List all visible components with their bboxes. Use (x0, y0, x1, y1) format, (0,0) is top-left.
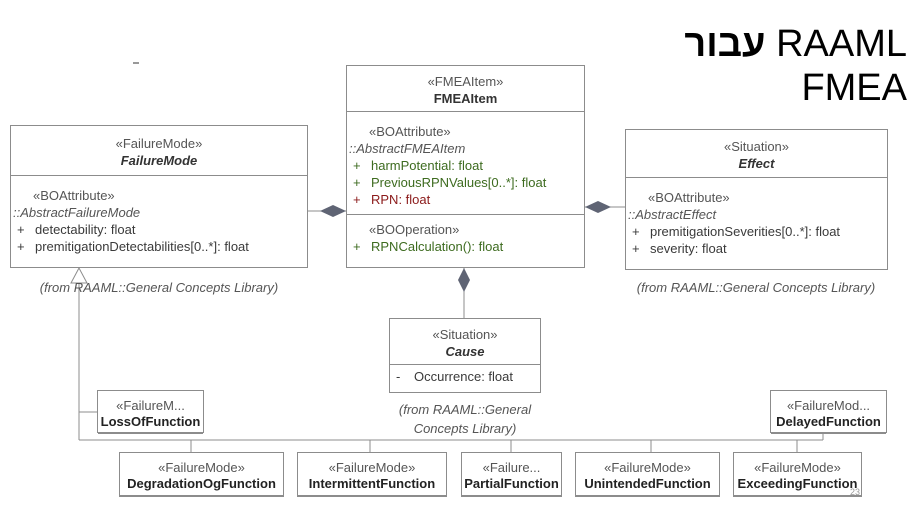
effect-attributes: «BOAttribute» ::AbstractEffect +premitig… (626, 178, 887, 257)
subtype-degradation-function[interactable]: «FailureMode» DegradationOgFunction (119, 452, 284, 497)
failure-mode-stereotype: «FailureMode» (115, 136, 203, 151)
subtype-stereotype: «FailureMode» (604, 460, 691, 475)
subtype-name: DegradationOgFunction (120, 476, 283, 496)
subtype-name: UnintendedFunction (576, 476, 719, 496)
subtype-name: ExceedingFunction (734, 476, 861, 496)
subtype-stereotype: «FailureMod... (786, 398, 871, 413)
fmea-item-operations: «BOOperation» +RPNCalculation(): float (347, 215, 584, 255)
effect-attr: +severity: float (632, 241, 727, 256)
fmea-item-attr: +PreviousRPNValues[0..*]: float (353, 175, 547, 190)
cause-name: Cause (445, 344, 485, 359)
cause-attr: -Occurrence: float (396, 369, 513, 384)
subtype-name: DelayedFunction (771, 414, 886, 434)
failure-mode-abstract-parent: ::AbstractFailureMode (13, 205, 141, 220)
effect-attr: +premitigationSeverities[0..*]: float (632, 224, 841, 239)
subtype-loss-of-function[interactable]: «FailureM... LossOfFunction (97, 390, 204, 434)
fmea-item-class[interactable]: «FMEAItem» FMEAItem «BOAttribute» ::Abst… (346, 65, 585, 268)
cause-class[interactable]: «Situation» Cause -Occurrence: float (389, 318, 541, 393)
composition-diamond-effect (585, 201, 611, 213)
subtype-stereotype: «FailureMode» (158, 460, 245, 475)
effect-header: «Situation» Effect (626, 130, 887, 178)
fmea-item-attributes: «BOAttribute» ::AbstractFMEAItem +harmPo… (347, 112, 584, 215)
title-raaml: RAAML (776, 23, 907, 65)
failure-mode-class[interactable]: «FailureMode» FailureMode «BOAttribute» … (10, 125, 308, 268)
title-hebrew-word: עבור (684, 23, 766, 65)
title-line-2: FMEA (801, 67, 907, 109)
subtype-delayed-function[interactable]: «FailureMod... DelayedFunction (770, 390, 887, 434)
failure-mode-header: «FailureMode» FailureMode (11, 126, 307, 176)
effect-library-note: (from RAAML::General Concepts Library) (636, 280, 876, 295)
effect-attr-stereotype: «BOAttribute» (648, 190, 730, 205)
subtype-intermittent-function[interactable]: «FailureMode» IntermittentFunction (297, 452, 447, 497)
effect-abstract-parent: ::AbstractEffect (628, 207, 717, 222)
failure-mode-attr: +premitigationDetectabilities[0..*]: flo… (17, 239, 249, 254)
cause-stereotype: «Situation» (432, 327, 498, 342)
failure-mode-attributes: «BOAttribute» ::AbstractFailureMode +det… (11, 176, 307, 255)
failure-mode-name: FailureMode (120, 153, 198, 168)
failure-mode-attr-stereotype: «BOAttribute» (33, 188, 115, 203)
subtype-name: PartialFunction (462, 476, 561, 496)
subtype-stereotype: «FailureMode» (328, 460, 416, 475)
effect-class[interactable]: «Situation» Effect «BOAttribute» ::Abstr… (625, 129, 888, 270)
subtype-stereotype: «FailureM... (116, 398, 185, 413)
page-number: 23 (850, 487, 861, 497)
slide-title: עבור RAAML FMEA (607, 22, 907, 110)
subtype-stereotype: «FailureMode» (754, 460, 841, 475)
subtype-name: IntermittentFunction (298, 476, 446, 496)
title-line-1: עבור RAAML (607, 22, 907, 66)
subtype-partial-function[interactable]: «Failure... PartialFunction (461, 452, 562, 497)
composition-diamond-failuremode (320, 205, 346, 217)
fmea-item-stereotype: «FMEAItem» (427, 74, 504, 89)
cause-attributes: -Occurrence: float (390, 365, 540, 385)
effect-stereotype: «Situation» (723, 139, 790, 154)
fmea-item-attr-stereotype: «BOAttribute» (369, 124, 451, 139)
generalization-arrowhead (70, 266, 88, 284)
cause-library-note: (from RAAML::General Concepts Library) (398, 402, 532, 436)
stray-dash (133, 62, 139, 64)
subtype-stereotype: «Failure... (482, 460, 541, 475)
fmea-item-abstract-parent: ::AbstractFMEAItem (349, 141, 466, 156)
fmea-item-header: «FMEAItem» FMEAItem (347, 66, 584, 112)
fmea-item-attr: +harmPotential: float (353, 158, 484, 173)
subtype-exceeding-function[interactable]: «FailureMode» ExceedingFunction (733, 452, 862, 497)
subtype-name: LossOfFunction (98, 414, 203, 434)
fmea-item-op-stereotype: «BOOperation» (369, 222, 460, 237)
cause-header: «Situation» Cause (390, 319, 540, 365)
fmea-item-attr: +RPN: float (353, 192, 431, 207)
fmea-item-operation: +RPNCalculation(): float (353, 239, 504, 254)
effect-name: Effect (738, 156, 775, 171)
subtype-unintended-function[interactable]: «FailureMode» UnintendedFunction (575, 452, 720, 497)
failure-mode-attr: +detectability: float (17, 222, 136, 237)
fmea-item-name: FMEAItem (433, 91, 498, 106)
composition-diamond-cause (458, 268, 470, 292)
failure-mode-library-note: (from RAAML::General Concepts Library) (39, 280, 279, 295)
